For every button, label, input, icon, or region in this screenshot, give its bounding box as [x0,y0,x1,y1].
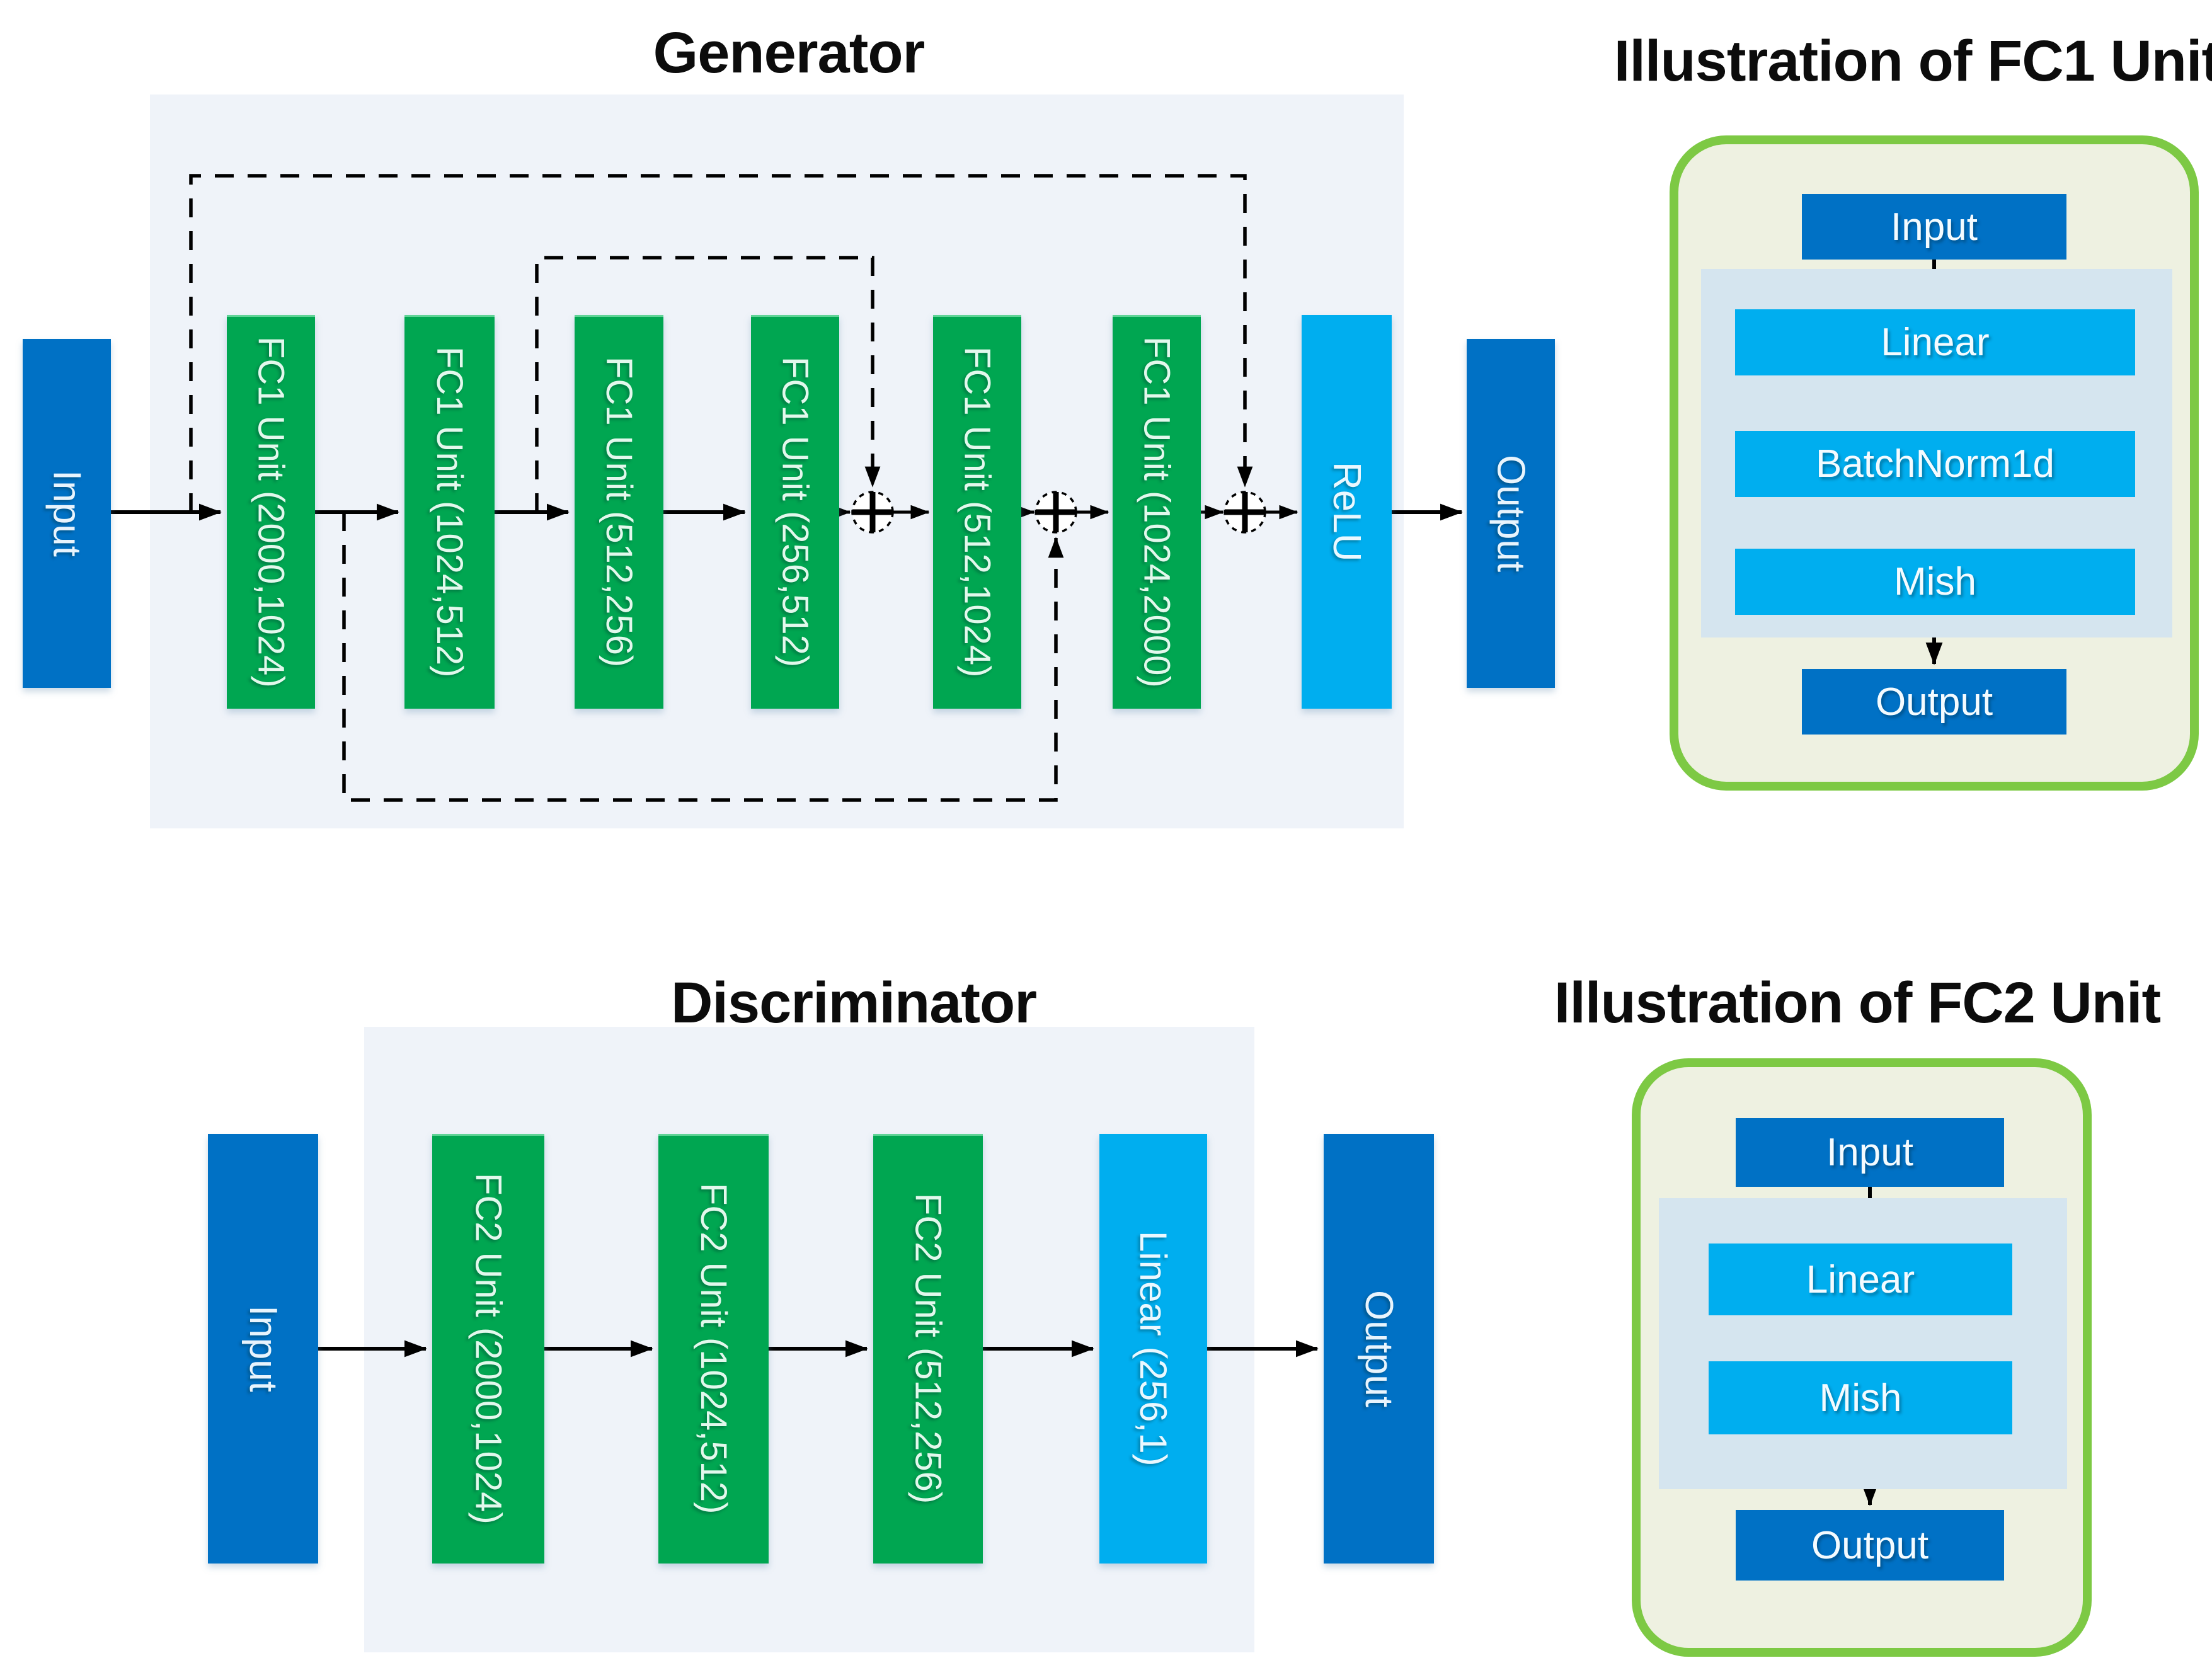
fc2-input-bar: Input [1736,1118,2004,1187]
skip-fc1out-to-sum2 [342,512,1064,802]
sum-node-icon [851,491,894,534]
fc2-unit-inner-panel [1659,1198,2067,1489]
fc1-mish-bar: Mish [1735,549,2135,615]
discriminator-fc2-unit-1: FC2 Unit (2000,1024) [432,1134,544,1564]
discriminator-linear-block: Linear (256,1) [1099,1134,1207,1564]
generator-fc1-unit-3: FC1 Unit (512,256) [575,315,663,709]
skip-input-to-sum3 [189,174,1253,512]
generator-fc1-unit-6: FC1 Unit (1024,2000) [1113,315,1201,709]
generator-fc1-unit-2: FC1 Unit (1024,512) [404,315,495,709]
fc2-unit-title: Illustration of FC2 Unit [1554,971,2161,1035]
sum-node-icon [1034,491,1077,534]
fc1-output-bar: Output [1802,669,2066,735]
generator-fc1-unit-1: FC1 Unit (2000,1024) [227,315,315,709]
fc2-linear-bar: Linear [1709,1244,2012,1315]
fc1-linear-bar: Linear [1735,309,2135,375]
generator-output-block: Output [1467,339,1555,688]
fc1-unit-title: Illustration of FC1 Unit [1613,29,2212,93]
discriminator-fc2-unit-2: FC2 Unit (1024,512) [658,1134,769,1564]
discriminator-fc2-unit-3: FC2 Unit (512,256) [873,1134,983,1564]
sum-node-icon [1223,491,1266,534]
generator-relu-block: ReLU [1302,315,1392,709]
discriminator-output-block: Output [1324,1134,1434,1564]
generator-fc1-unit-4: FC1 Unit (256,512) [751,315,839,709]
fc2-output-bar: Output [1736,1510,2004,1581]
discriminator-title: Discriminator [670,971,1037,1035]
discriminator-input-block: Input [208,1134,318,1564]
fc1-batchnorm1d-bar: BatchNorm1d [1735,431,2135,497]
fc2-mish-bar: Mish [1709,1361,2012,1434]
generator-title: Generator [653,21,925,85]
skip-fc2out-to-sum1 [535,256,881,512]
fc1-input-bar: Input [1802,194,2066,260]
generator-input-block: Input [23,339,111,688]
generator-fc1-unit-5: FC1 Unit (512,1024) [933,315,1021,709]
